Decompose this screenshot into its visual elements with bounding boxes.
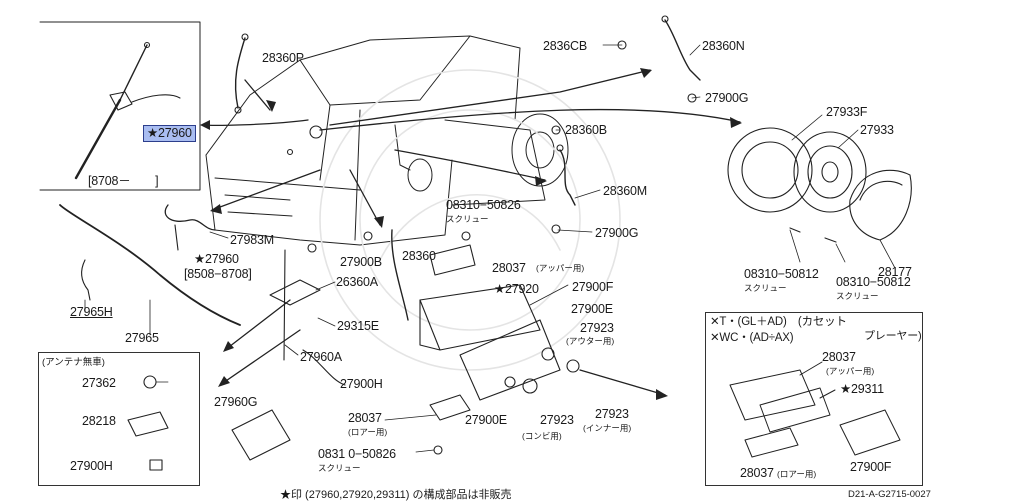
lower-label-a: (ロアー用) [348, 427, 388, 437]
radio-unit-icon [419, 284, 561, 401]
variant-line-1: ✕T・(GL＋AD) (カセット [710, 316, 847, 328]
part-27983m: 27983M [230, 233, 274, 247]
part-27960: ★27960 [194, 252, 239, 266]
screw-label-b: スクリュー [744, 283, 787, 293]
part-0831-0-50826: 0831 0−50826 [318, 447, 396, 461]
screw-label-a: スクリュー [446, 214, 489, 224]
part-27900g-mid: 27900G [595, 226, 639, 240]
antenna-mast-icon [74, 41, 181, 180]
part-27960g: 27960G [214, 395, 258, 409]
part-27900b: 27900B [340, 255, 382, 269]
outer-label: (アウター用) [566, 336, 615, 346]
part-27900e-right: 27900E [571, 302, 613, 316]
part-8708: [8708－ ] [88, 174, 159, 188]
part-27900h-box: 27900H [70, 459, 113, 473]
speaker-gasket-icon [727, 127, 813, 213]
diagram-code: D21-A-G2715-0027 [848, 489, 931, 500]
screw-label-d: スクリュー [318, 463, 361, 473]
variant-line-1b: プレーヤー) [864, 330, 922, 342]
part-27933: 27933 [860, 123, 894, 137]
part-27923-combi: 27923 [540, 413, 574, 427]
part-28360: 28360 [402, 249, 436, 263]
part-27900e-bottom: 27900E [465, 413, 507, 427]
part-28360m: 28360M [603, 184, 647, 198]
no-antenna-label: (アンテナ無車) [42, 357, 105, 368]
screw-label-c: スクリュー [836, 291, 879, 301]
clip-icon [149, 459, 163, 471]
part-27965h: 27965H [70, 305, 113, 319]
part-27920: ★27920 [494, 282, 539, 296]
part-29311: ★29311 [840, 382, 884, 396]
footnote: ★印 (27960,27920,29311) の構成部品は非販売 [280, 489, 512, 501]
inner-label: (インナー用) [583, 423, 632, 433]
bracket-icon [231, 409, 291, 461]
part-28177: 28177 [878, 265, 912, 279]
speaker-icon [793, 131, 867, 213]
part-27362: 27362 [82, 376, 116, 390]
upper-label-a: (アッパー用) [536, 263, 585, 273]
part-27965: 27965 [125, 331, 159, 345]
part-27933f: 27933F [826, 105, 868, 119]
truck-body-icon [205, 35, 569, 246]
part-27923-outer: 27923 [580, 321, 614, 335]
part-27900h-mid: 27900H [340, 377, 383, 391]
part-28218: 28218 [82, 414, 116, 428]
no-antenna-box [38, 352, 200, 486]
part-08310-50812-b: 08310−50812 [836, 275, 911, 289]
part-8508-8708: [8508−8708] [184, 267, 252, 281]
part-28037-inset: 28037 [822, 350, 856, 364]
part-28360n: 28360N [702, 39, 745, 53]
cassette-variant-box [705, 312, 923, 486]
part-28360b: 28360B [565, 123, 607, 137]
part-27960-highlighted[interactable]: ★27960 [143, 125, 196, 142]
part-08310-50826-a: 08310−50826 [446, 198, 521, 212]
upper-label-b: (アッパー用) [826, 366, 875, 376]
antenna-cover-icon [127, 411, 169, 437]
part-08310-50812-a: 08310−50812 [744, 267, 819, 281]
part-29315e: 29315E [337, 319, 379, 333]
part-27960a: 27960A [300, 350, 342, 364]
part-28037-upper: 28037 [492, 261, 526, 275]
part-28037-lower: 28037 [348, 411, 382, 425]
lower-label-b: (ロアー用) [777, 469, 817, 479]
part-27900f: 27900F [572, 280, 614, 294]
watermark-seal [319, 69, 621, 371]
variant-line-2: ✕WC・(AD÷AX) [710, 332, 794, 344]
part-28360p: 28360P [262, 51, 304, 65]
part-2836cb: 2836CB [543, 39, 587, 53]
combi-label: (コンビ用) [522, 431, 562, 441]
part-27923-inner: 27923 [595, 407, 629, 421]
part-26360a: 26360A [336, 275, 378, 289]
part-27900f-inset: 27900F [850, 460, 892, 474]
part-27900g-top: 27900G [705, 91, 749, 105]
part-28037-inset-lower: 28037 [740, 466, 774, 480]
speaker-grille-icon [849, 169, 912, 241]
